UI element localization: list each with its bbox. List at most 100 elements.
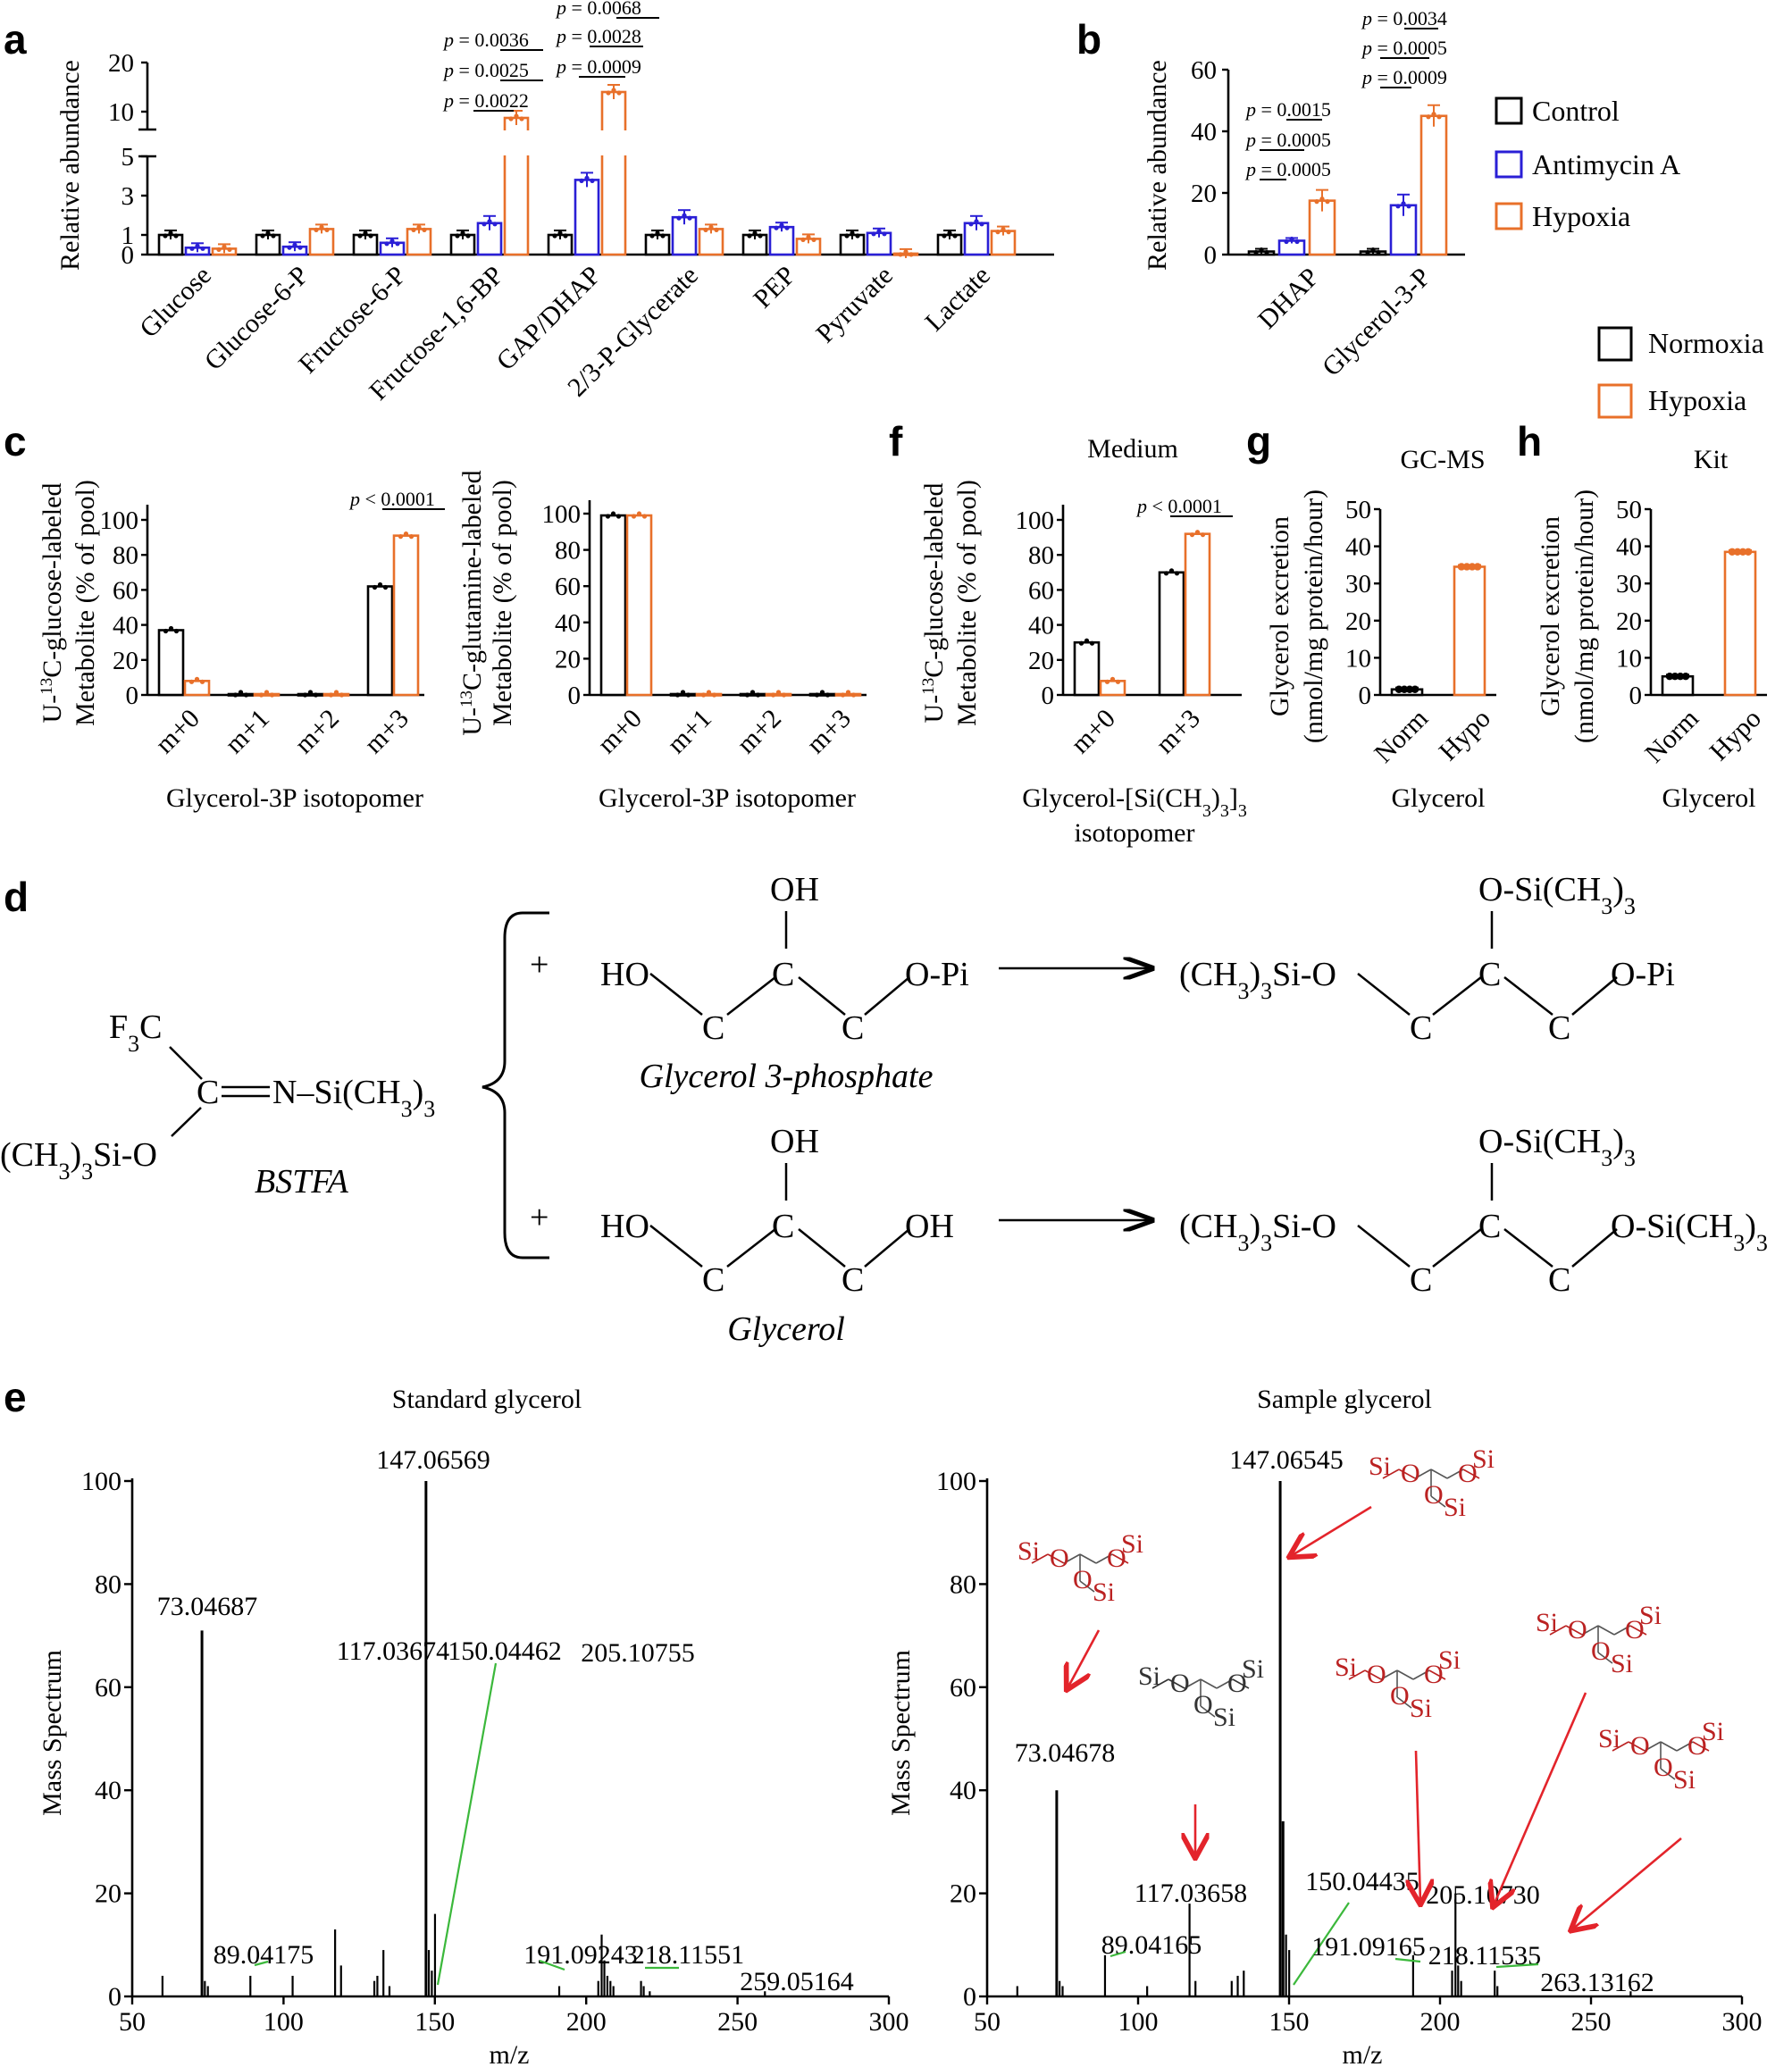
e2-peak-label: 191.09165 (1311, 1932, 1426, 1962)
a-bar-dot (800, 237, 806, 242)
fragment-atom: O (1630, 1731, 1650, 1761)
e1-ytick-label: 60 (95, 1673, 121, 1703)
a-bar-dot (465, 233, 471, 238)
h-ytick-label: 0 (1629, 682, 1643, 710)
fragment-atom: O (1073, 1565, 1093, 1594)
fragment-atom: O (1367, 1660, 1386, 1689)
g-ytick-label: 40 (1345, 533, 1371, 562)
e1-xtick-label: 50 (119, 2007, 146, 2037)
fragment-bond (1111, 1553, 1129, 1564)
legend-label-hypoxia-cf: Hypoxia (1648, 384, 1746, 416)
h-bar (1723, 550, 1757, 697)
fragment-atom: Si (1213, 1703, 1235, 1732)
c2-bar (625, 514, 653, 697)
c2-y-label-bottom: Metabolite (% of pool) (488, 480, 517, 726)
fragment-bond (1079, 1580, 1095, 1593)
a-bar-dot (942, 233, 947, 238)
e1-ytick-label: 20 (95, 1879, 121, 1909)
g-ytick-label: 30 (1345, 570, 1371, 598)
e2-xtick-label: 150 (1269, 2007, 1310, 2037)
fragment-bond (1597, 1652, 1613, 1664)
fragment-bond (1151, 1678, 1169, 1689)
c1-bar (366, 585, 394, 697)
a-bar-dot (579, 178, 584, 183)
h-dot (1676, 673, 1685, 681)
c1-bar-dot (339, 692, 345, 698)
fragment-atom: Si (1438, 1645, 1461, 1675)
a-bar-dot (909, 252, 914, 257)
c1-bar-dot (173, 628, 180, 634)
f-y-label-bottom: Metabolite (% of pool) (952, 480, 982, 726)
legend-ab: Control Antimycin A Hypoxia (1495, 95, 1680, 232)
fragment-bond (1216, 1678, 1234, 1689)
fragment-bond (1613, 1625, 1631, 1636)
legend-swatch-hypoxia-cf (1597, 383, 1633, 419)
a-bar-dot (903, 249, 909, 255)
a-bar-dot (979, 222, 984, 227)
legend-label-antimycin: Antimycin A (1532, 148, 1680, 180)
g-title: GC-MS (1400, 445, 1485, 474)
h-bar (1661, 674, 1695, 697)
p1-left: (CH3)3Si-O (1179, 956, 1336, 1004)
b-bar-dot (1319, 197, 1325, 202)
e1-xtick-label: 200 (566, 2007, 607, 2037)
g3p-opi: O-Pi (905, 956, 969, 993)
mass-spectrum-standard: Standard glycerol Mass Spectrum m/z 0204… (38, 1385, 909, 2067)
a-bar-dot (357, 233, 363, 238)
b-bar-dot (1376, 249, 1381, 255)
fragment-atom: Si (1369, 1452, 1391, 1481)
chart-h: Kit Glycerol excretion (nmol/mg protein/… (1536, 445, 1767, 813)
g-xtick-label: Hypo (1433, 704, 1495, 766)
h-ytick-label: 20 (1616, 607, 1642, 636)
f-bar-dot (1194, 530, 1201, 535)
f-xtick-label: m+3 (1151, 704, 1206, 759)
b-bar-dot (1259, 247, 1264, 253)
b-ytick-label: 40 (1191, 118, 1217, 146)
g-ytick-label: 10 (1345, 644, 1371, 673)
c1-bar-dot (382, 584, 389, 590)
c1-bar (157, 629, 185, 697)
e1-xtick-label: 100 (264, 2007, 304, 2037)
c1-bar-dot (313, 692, 319, 698)
gly-c2: C (772, 1208, 794, 1245)
c2-bar-dot (700, 692, 707, 698)
a-bar-dot (519, 116, 524, 121)
e2-ytick-label: 100 (936, 1467, 976, 1496)
c1-bar-dot (408, 534, 415, 540)
c2-bar-dot (814, 692, 820, 698)
c2-bar-dot (749, 690, 756, 695)
e1-y-axis-label: Mass Spectrum (38, 1650, 67, 1816)
c1-y-label-top: U-13C-glucose-labeled (38, 483, 68, 724)
c2-bar-dot (610, 511, 616, 516)
b-bar-dot (1294, 238, 1300, 245)
a-bar-dot (563, 233, 568, 238)
c2-bar-dot (744, 692, 750, 698)
g3p-name: Glycerol 3-phosphate (640, 1058, 934, 1095)
c1-bar-dot (168, 625, 174, 632)
h-title: Kit (1694, 445, 1729, 474)
a-bar-dot (590, 178, 595, 183)
p2-c3: C (1548, 1261, 1570, 1299)
a-bar-dot (649, 233, 655, 238)
f-bar-dot (1189, 532, 1195, 538)
h-ytick-label: 30 (1616, 570, 1642, 598)
fragment-bond (1660, 1768, 1676, 1780)
fragment-bond (1396, 1696, 1412, 1709)
c1-bar-dot (333, 690, 339, 695)
a-bar-dot (389, 238, 395, 244)
a-bar-dot (395, 241, 400, 247)
chart-f: Medium U-13C-glucose-labeled Metabolite … (919, 434, 1247, 848)
a-bar-dot (687, 215, 692, 221)
c1-y-label-bottom: Metabolite (% of pool) (71, 480, 100, 726)
e1-leader (539, 1959, 565, 1971)
a-bar-dot (752, 230, 758, 236)
fragment-bond (1047, 1553, 1065, 1564)
g3p-ho: HO (600, 956, 649, 993)
fragment-atom: Si (1410, 1694, 1432, 1723)
reaction-scheme: F3C C N–Si(CH3)3 (CH3)3Si-O BSTFA + HO O… (0, 871, 1768, 1348)
fragment-atom: Si (1242, 1654, 1264, 1684)
c2-bar-dot (631, 514, 637, 519)
e2-xtick-label: 50 (974, 2007, 1001, 2037)
a-pval: p = 0.0025 (442, 59, 529, 81)
f-ytick-label: 60 (1028, 576, 1054, 605)
